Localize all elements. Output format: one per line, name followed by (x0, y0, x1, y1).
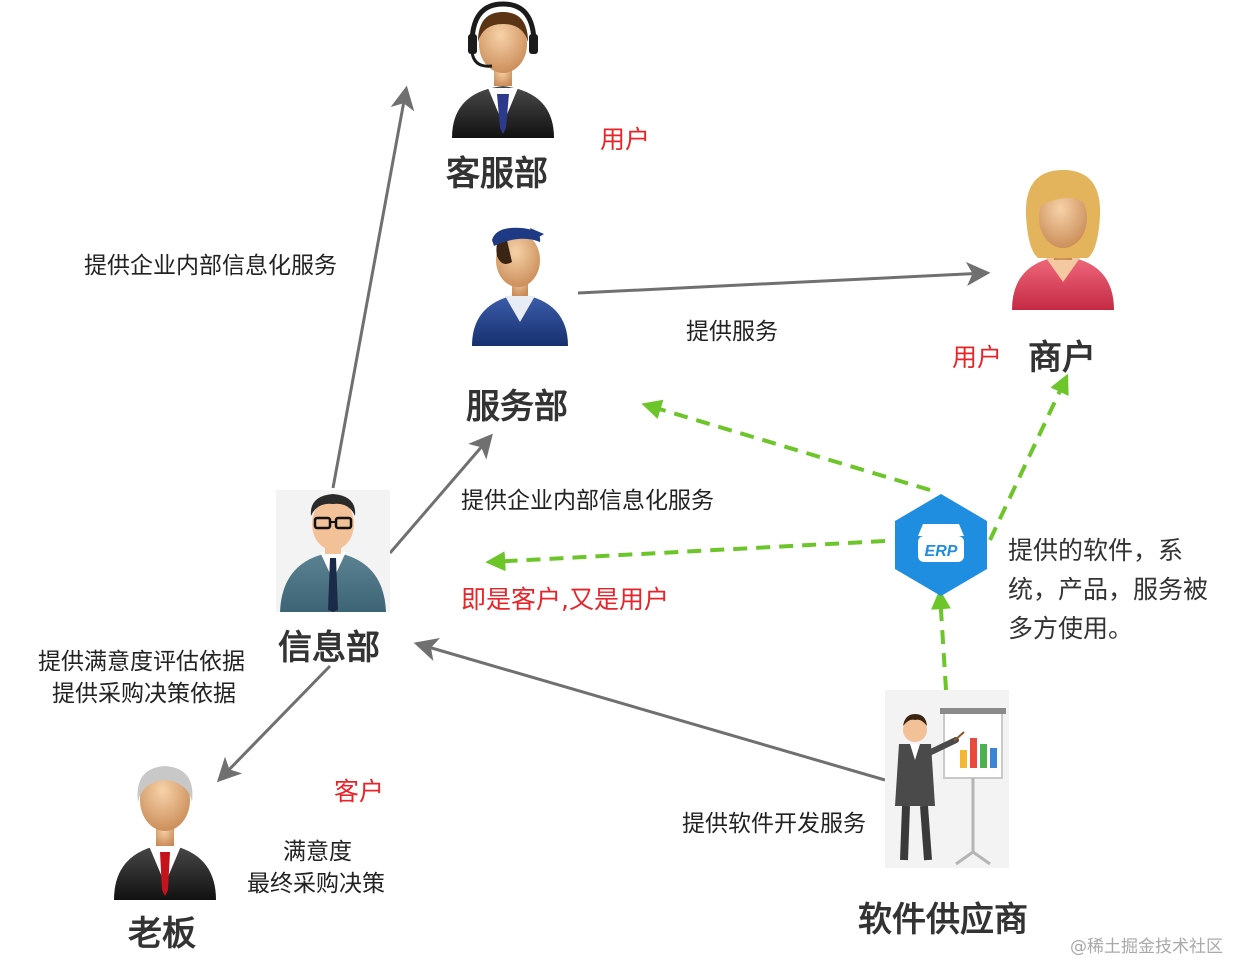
dashed-arrow-erp-to-fuwu (641, 399, 931, 492)
edge-label-fuwu-to-shanghu: 提供服务 (686, 319, 778, 345)
shanghu-avatar (1012, 170, 1114, 310)
fuwubu-label: 服务部 (466, 387, 568, 427)
arrow-xinxi-to-laoban (216, 664, 332, 783)
laoban-note-satisfaction: 满意度 (283, 839, 352, 865)
arrow-xinxi-to-kefu (331, 85, 415, 489)
laoban-role-label: 客户 (334, 777, 385, 806)
arrow-supplier-to-xinxi (413, 637, 886, 782)
edge-label-xinxi-to-fuwu: 提供企业内部信息化服务 (461, 488, 714, 514)
dashed-arrow-erp-to-shanghu (988, 373, 1069, 541)
edge-label-xinxi-to-kefu: 提供企业内部信息化服务 (84, 253, 337, 279)
kefubu-label: 客服部 (446, 154, 548, 194)
xinxi-avatar (276, 490, 390, 612)
erp-description: 提供的软件，系统，产品，服务被多方使用。 (1008, 536, 1209, 643)
edge-label-satisfaction-basis: 提供满意度评估依据 (38, 649, 245, 675)
supplier-presenter (885, 690, 1009, 868)
erp-badge-text: ERP (925, 543, 958, 560)
watermark: @稀土掘金技术社区 (1070, 937, 1223, 957)
erp-hexagon: ERP (895, 494, 987, 596)
xinxibu-label: 信息部 (278, 628, 380, 668)
edge-label-supplier-to-xinxi: 提供软件开发服务 (682, 811, 866, 837)
software-supplier-label: 软件供应商 (858, 900, 1028, 940)
arrow-xinxi-to-fuwu (388, 433, 493, 554)
dashed-arrow-erp-to-xinxi (485, 539, 886, 572)
kefu-role-label: 用户 (600, 125, 651, 154)
laoban-label: 老板 (128, 914, 196, 954)
arrow-fuwu-to-shanghu (577, 261, 991, 295)
xinxi-role-label: 即是客户,又是用户 (461, 585, 669, 614)
laoban-note-final-decision: 最终采购决策 (247, 871, 385, 897)
kefu-avatar (452, 1, 554, 138)
laoban-avatar (114, 766, 216, 900)
shanghu-role-label: 用户 (952, 343, 1003, 372)
shanghu-label: 商户 (1028, 338, 1096, 378)
edge-label-procurement-basis: 提供采购决策依据 (52, 681, 236, 707)
dashed-arrow-supplier-to-erp (930, 589, 951, 691)
fuwu-avatar (472, 227, 568, 346)
